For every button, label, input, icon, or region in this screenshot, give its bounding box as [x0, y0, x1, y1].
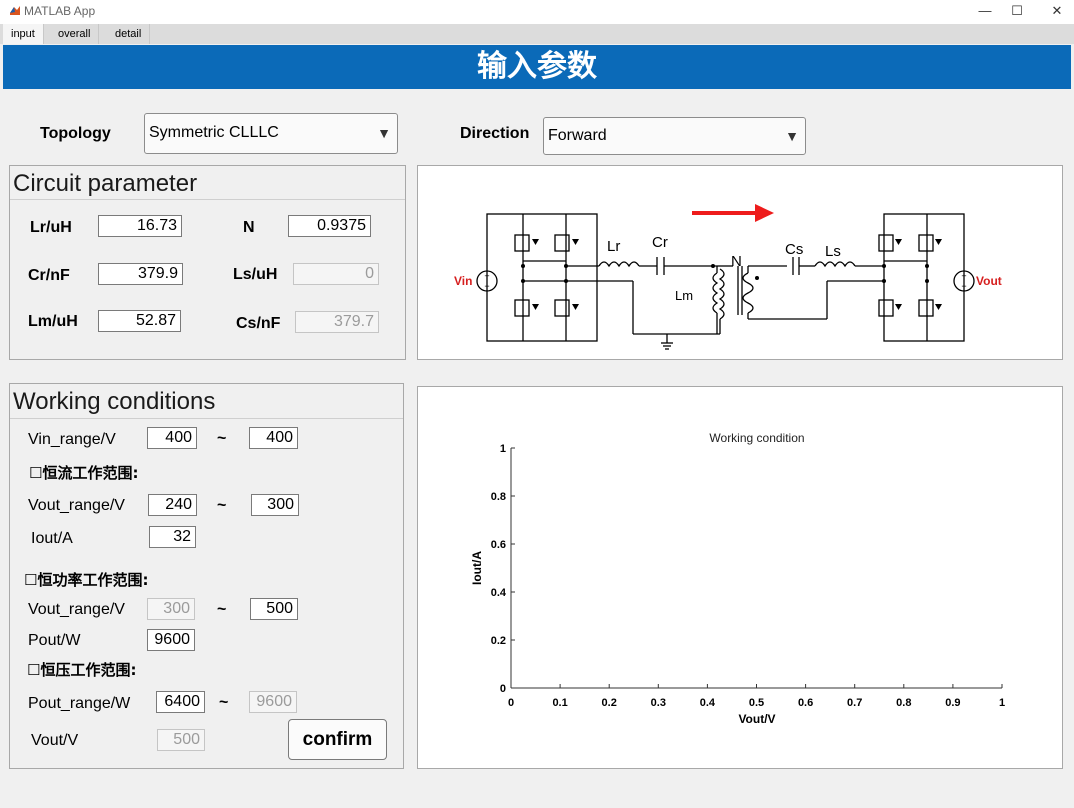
cp-pout-label: Pout/W — [28, 632, 81, 649]
lr-label: Lr/uH — [30, 219, 72, 236]
cv-pout-min-field[interactable]: 6400 — [156, 691, 205, 713]
direction-dropdown[interactable]: Forward ▼ — [543, 117, 806, 155]
y-tick-label: 0.2 — [491, 635, 506, 647]
cp-pout-field[interactable]: 9600 — [147, 629, 195, 651]
y-tick-label: 1 — [500, 443, 506, 455]
direction-value: Forward — [548, 127, 607, 144]
x-tick-label: 0.3 — [651, 697, 666, 709]
circuit-schematic: +− +− Lr Cr N Lm Cs Ls Vin Vout — [454, 204, 1002, 350]
cv-pout-range-label: Pout_range/W — [28, 695, 131, 712]
cr-label: Cr/nF — [28, 267, 70, 284]
n-symbol-label: N — [731, 253, 742, 270]
y-tick-label: 0.8 — [491, 491, 506, 503]
lm-field[interactable]: 52.87 — [98, 310, 181, 332]
arrow-right-icon — [692, 204, 774, 222]
maximize-button[interactable]: ☐ — [1011, 3, 1023, 18]
cr-field[interactable]: 379.9 — [98, 263, 183, 285]
y-tick-label: 0.6 — [491, 539, 506, 551]
cc-vout-max-field[interactable]: 300 — [251, 494, 299, 516]
tab-detail[interactable]: detail — [107, 24, 151, 44]
cp-vout-min-field: 300 — [147, 598, 195, 620]
working-conditions-panel — [9, 383, 404, 769]
vin-max-field[interactable]: 400 — [249, 427, 298, 449]
y-axis-label: Iout/A — [470, 551, 484, 585]
svg-text:−: − — [484, 281, 489, 291]
circuit-panel-title: Circuit parameter — [13, 170, 198, 197]
y-tick-label: 0 — [500, 683, 506, 695]
cc-iout-field[interactable]: 32 — [149, 526, 196, 548]
svg-text:+: + — [484, 271, 489, 281]
title-bar — [0, 0, 1074, 24]
cp-vout-range-label: Vout_range/V — [28, 601, 125, 618]
constant-current-checkbox[interactable]: ☐恒流工作范围: — [29, 464, 139, 482]
schematic-panel — [417, 165, 1063, 360]
confirm-button[interactable]: confirm — [288, 719, 387, 760]
cp-vout-max-field[interactable]: 500 — [250, 598, 298, 620]
x-tick-label: 0.7 — [847, 697, 862, 709]
ls-symbol-label: Ls — [825, 243, 841, 260]
constant-power-checkbox[interactable]: ☐恒功率工作范围: — [24, 571, 149, 589]
topology-dropdown[interactable]: Symmetric CLLLC ▼ — [144, 113, 398, 154]
close-button[interactable]: ✕ — [1051, 3, 1063, 18]
x-tick-label: 0.9 — [945, 697, 960, 709]
working-condition-chart: Working condition Vout/V Iout/A 0 0.1 0.2 0… — [470, 431, 1005, 726]
topology-label: Topology — [40, 125, 111, 142]
direction-label: Direction — [460, 125, 530, 142]
ls-label: Ls/uH — [233, 266, 278, 283]
range-separator: ~ — [217, 430, 227, 447]
cv-vout-label: Vout/V — [31, 732, 79, 749]
chart-panel — [417, 386, 1063, 769]
tab-input[interactable]: input — [3, 24, 44, 44]
chevron-down-icon: ▼ — [785, 128, 799, 144]
x-tick-label: 0.8 — [896, 697, 911, 709]
cc-vout-min-field[interactable]: 240 — [148, 494, 197, 516]
cs-symbol-label: Cs — [785, 241, 803, 258]
x-tick-label: 0.5 — [749, 697, 764, 709]
cc-iout-label: Iout/A — [31, 530, 73, 547]
cv-vout-field: 500 — [157, 729, 205, 751]
x-axis-label: Vout/V — [738, 712, 775, 726]
lm-label: Lm/uH — [28, 313, 78, 330]
x-tick-label: 0.2 — [602, 697, 617, 709]
cs-label: Cs/nF — [236, 315, 281, 332]
tab-overall[interactable]: overall — [50, 24, 100, 44]
vout-label: Vout — [976, 274, 1002, 288]
x-tick-label: 0.4 — [700, 697, 716, 709]
range-separator: ~ — [219, 694, 229, 711]
lr-field[interactable]: 16.73 — [98, 215, 182, 237]
x-tick-label: 0 — [508, 697, 514, 709]
vin-min-field[interactable]: 400 — [147, 427, 197, 449]
cc-vout-range-label: Vout_range/V — [28, 497, 125, 514]
cr-symbol-label: Cr — [652, 234, 668, 251]
cv-pout-max-field: 9600 — [249, 691, 297, 713]
range-separator: ~ — [217, 497, 227, 514]
minimize-button[interactable]: — — [978, 3, 992, 18]
tab-strip — [0, 24, 1074, 44]
vin-label: Vin — [454, 274, 472, 288]
x-tick-label: 0.6 — [798, 697, 813, 709]
window-title: MATLAB App — [24, 4, 96, 18]
n-label: N — [243, 219, 255, 236]
y-tick-label: 0.4 — [491, 587, 507, 599]
page-banner: 输入参数 — [3, 45, 1071, 89]
topology-value: Symmetric CLLLC — [149, 124, 279, 141]
x-tick-label: 1 — [999, 697, 1005, 709]
vin-range-label: Vin_range/V — [28, 431, 116, 448]
n-field[interactable]: 0.9375 — [288, 215, 371, 237]
lr-symbol-label: Lr — [607, 238, 620, 255]
x-tick-label: 0.1 — [552, 697, 567, 709]
matlab-app-icon — [10, 6, 20, 15]
lm-symbol-label: Lm — [675, 288, 693, 303]
svg-text:+: + — [961, 271, 966, 281]
cs-field: 379.7 — [295, 311, 379, 333]
range-separator: ~ — [217, 601, 227, 618]
working-panel-title: Working conditions — [13, 388, 216, 415]
svg-text:−: − — [961, 281, 966, 291]
ls-field: 0 — [293, 263, 379, 285]
chevron-down-icon: ▼ — [377, 125, 391, 141]
constant-voltage-checkbox[interactable]: ☐恒压工作范围: — [27, 661, 137, 679]
chart-title: Working condition — [709, 431, 804, 445]
